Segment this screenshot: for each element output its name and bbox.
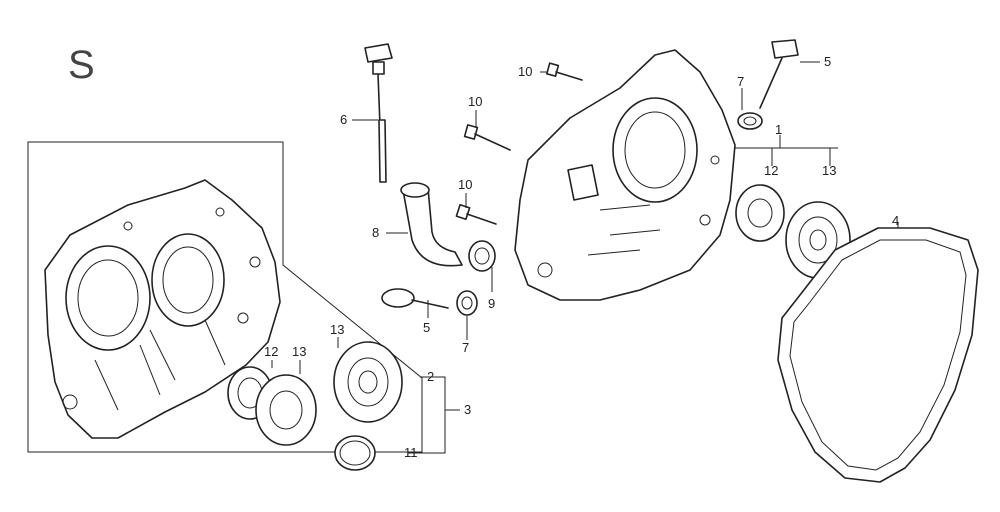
assembly-frame (27, 141, 423, 453)
callout-13-left-a: 13 (292, 344, 306, 359)
right-crankcase (514, 49, 736, 301)
callout-9: 9 (488, 296, 495, 311)
callout-6: 6 (340, 112, 347, 127)
callout-7-right: 7 (737, 74, 744, 89)
callout-12-right: 12 (764, 163, 778, 178)
callout-8: 8 (372, 225, 379, 240)
left-bearing-13a (255, 374, 317, 446)
callout-10-top: 10 (518, 64, 532, 79)
washer-7-right (737, 112, 763, 130)
breather-tube-8 (400, 182, 463, 267)
left-crankcase-cover (44, 179, 281, 439)
oil-level-gauge-6 (364, 43, 393, 183)
callout-13-right: 13 (822, 163, 836, 178)
right-oil-seal-12 (735, 184, 785, 242)
callout-labels: 6 8 10 10 10 9 5 7 7 5 1 12 13 4 12 13 1… (264, 54, 899, 460)
callout-12-left: 12 (264, 344, 278, 359)
callout-2: 2 (427, 369, 434, 384)
callout-10-mid: 10 (458, 177, 472, 192)
callout-1: 1 (775, 122, 782, 137)
drain-plug-5-right (759, 39, 799, 109)
washer-7-left (456, 290, 478, 316)
bolt-10-top (546, 62, 583, 81)
callout-13-left-b: 13 (330, 322, 344, 337)
callout-10-upper: 10 (468, 94, 482, 109)
callout-5-right: 5 (824, 54, 831, 69)
leader-lines (271, 61, 899, 454)
oil-seal-9 (468, 240, 496, 272)
callout-11: 11 (404, 445, 418, 460)
sheet-letter: S (68, 43, 95, 87)
drain-plug-5-left (381, 288, 449, 309)
o-ring-11 (334, 435, 376, 471)
callout-5-left: 5 (423, 320, 430, 335)
callout-4: 4 (892, 213, 899, 228)
left-bearing-13b (333, 341, 403, 423)
gasket-4 (777, 227, 979, 483)
callout-7-left: 7 (462, 340, 469, 355)
bolt-10-upper (463, 124, 511, 151)
callout-3: 3 (464, 402, 471, 417)
bolt-10-mid (455, 203, 497, 225)
